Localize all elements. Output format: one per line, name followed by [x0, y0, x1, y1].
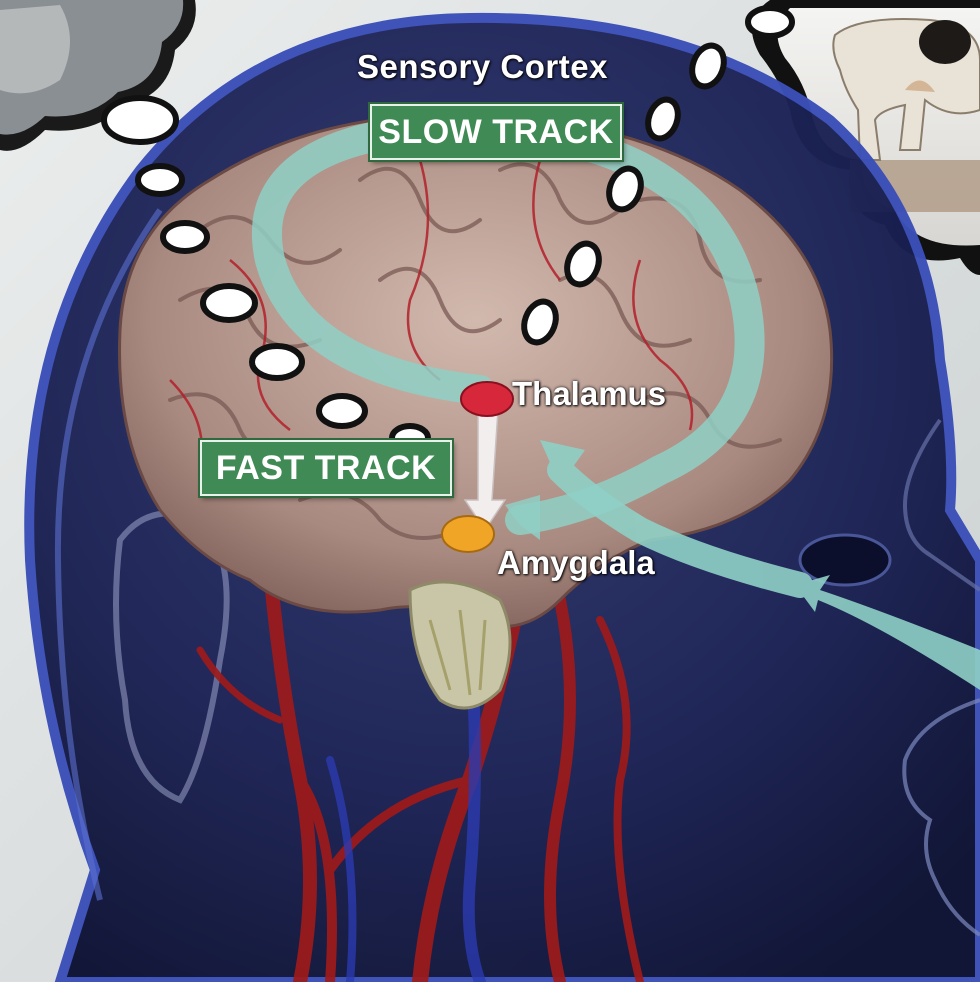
- thalamus-marker: [461, 382, 513, 416]
- fast-track-sign: FAST TRACK: [200, 440, 452, 496]
- amygdala-marker: [442, 516, 494, 552]
- thalamus-label: Thalamus: [512, 375, 666, 413]
- amygdala-label: Amygdala: [497, 544, 655, 582]
- sensory-cortex-label: Sensory Cortex: [357, 48, 608, 86]
- slow-track-sign: SLOW TRACK: [370, 104, 622, 160]
- eye-socket: [800, 535, 890, 585]
